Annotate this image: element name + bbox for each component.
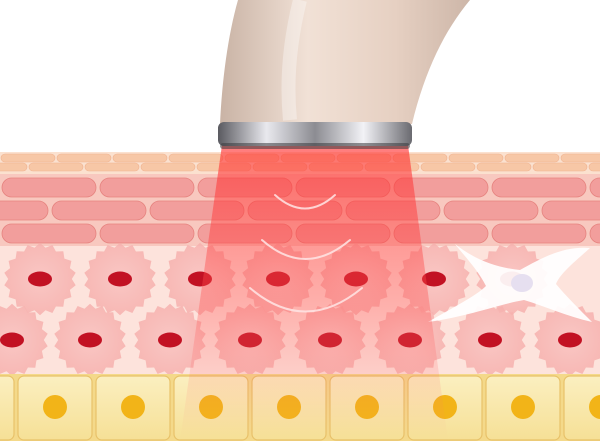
fat-cell-nucleus <box>589 395 600 419</box>
red-light-beam <box>180 145 448 441</box>
fat-cell-nucleus <box>43 395 67 419</box>
fat-cell <box>0 375 15 441</box>
epidermis-tile <box>140 162 196 172</box>
epidermis-tile <box>448 153 504 163</box>
epidermis-tile <box>56 153 112 163</box>
muscle-fiber <box>491 177 587 198</box>
epidermis-tile <box>0 162 28 172</box>
muscle-fiber <box>99 177 195 198</box>
fibroblast-cell <box>428 244 592 322</box>
device-body <box>220 0 470 124</box>
dermal-cell-nucleus <box>108 271 132 287</box>
dermal-cell-nucleus <box>78 332 102 348</box>
epidermis-tile <box>532 162 588 172</box>
muscle-fiber <box>51 200 147 221</box>
fat-cell <box>563 375 600 441</box>
muscle-fiber <box>491 223 587 244</box>
epidermis-tile <box>560 153 600 163</box>
epidermis-tile <box>28 162 84 172</box>
epidermis-tile <box>476 162 532 172</box>
muscle-fiber <box>541 200 600 221</box>
energy-wave-arcs <box>249 194 363 313</box>
epidermis-tile <box>588 162 600 172</box>
dermal-cell-nucleus <box>558 332 582 348</box>
epidermis-tile <box>0 153 56 163</box>
epidermis-tile <box>112 153 168 163</box>
fibroblast-nucleus <box>511 274 533 292</box>
muscle-fiber <box>1 177 97 198</box>
epidermis-tile <box>168 153 224 163</box>
light-therapy-device <box>218 0 470 149</box>
dermal-cell-nucleus <box>478 332 502 348</box>
muscle-fiber <box>0 200 49 221</box>
muscle-fiber <box>589 223 600 244</box>
muscle-fiber <box>99 223 195 244</box>
muscle-fiber <box>443 200 539 221</box>
fat-cell-nucleus <box>511 395 535 419</box>
epidermis-tile <box>420 162 476 172</box>
epidermis-tile <box>84 162 140 172</box>
epidermis-tile <box>504 153 560 163</box>
device-chrome-ring <box>218 122 412 146</box>
muscle-fiber <box>1 223 97 244</box>
dermal-cell-nucleus <box>422 271 446 287</box>
fat-cell-nucleus <box>121 395 145 419</box>
muscle-fiber <box>589 177 600 198</box>
dermal-cell-nucleus <box>0 332 24 348</box>
dermal-cell-nucleus <box>158 332 182 348</box>
dermal-cell-nucleus <box>28 271 52 287</box>
